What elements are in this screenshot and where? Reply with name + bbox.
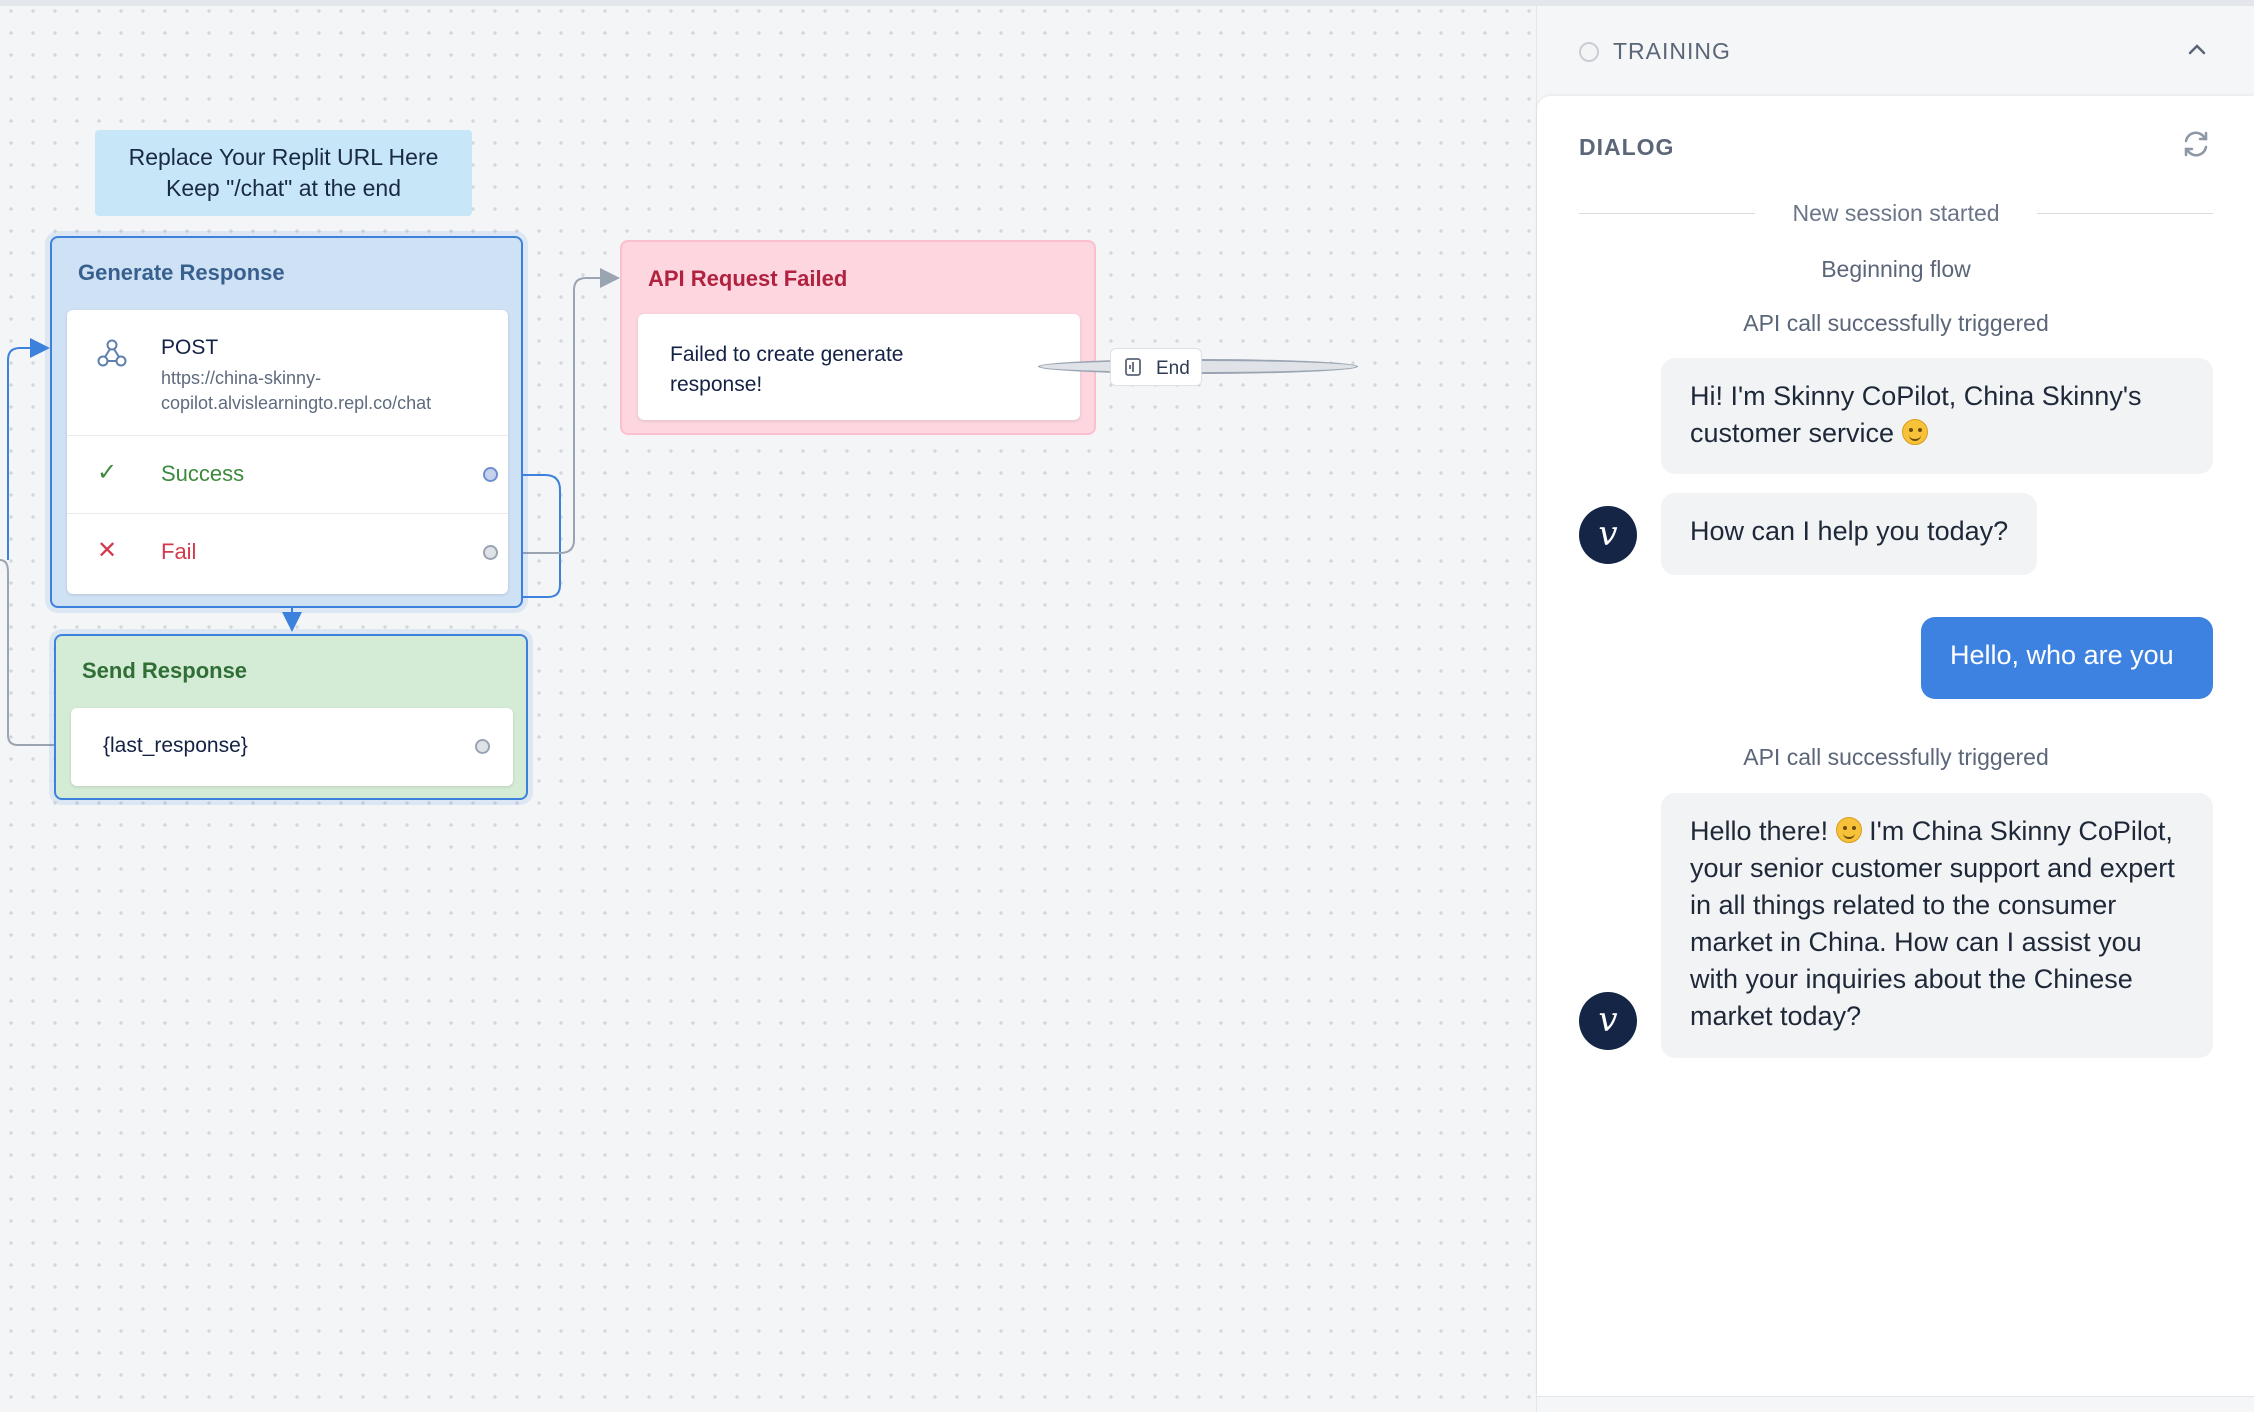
generate-response-block[interactable]: Generate Response POST https://china-ski… [50,236,523,608]
bot-message: Hello there! I'm China Skinny CoPilot, y… [1661,793,2213,1058]
next-port[interactable] [475,739,490,754]
top-divider [0,0,2254,6]
checkmark-icon: ✓ [97,459,118,486]
close-icon: ✕ [97,537,118,564]
training-label: TRAINING [1613,38,1731,64]
api-url: https://china-skinny-copilot.alvislearni… [161,368,432,413]
success-path[interactable]: ✓ Success [67,436,508,514]
note-line-2: Keep "/chat" at the end [166,175,401,201]
panel-footer [1537,1396,2254,1412]
api-icon [97,339,127,367]
bot-avatar: v [1579,506,1637,564]
smile-emoji-icon [1835,817,1862,843]
block-title: Send Response [82,658,248,683]
fail-port[interactable] [483,545,498,560]
bot-message: How can I help you today? [1661,493,2038,575]
session-started-text: New session started [1792,200,2000,226]
exit-icon [1125,358,1141,376]
session-divider: New session started [1579,196,2213,230]
bot-message: Hi! I'm Skinny CoPilot, China Skinny's c… [1661,358,2213,474]
bot-message-text: Hello there! [1690,816,1829,846]
bot-message-text: How can I help you today? [1690,516,2009,546]
block-title: Generate Response [78,260,285,285]
end-node[interactable]: End [1110,348,1202,386]
api-request-failed-block[interactable]: API Request Failed Failed to create gene… [620,240,1358,435]
end-label: End [1156,358,1190,379]
prototype-panel: TRAINING DIALOG New session started Begi… [1536,6,2254,1412]
api-triggered-text: API call successfully triggered [1743,310,2049,336]
fail-message: Failed to create generate response! [670,343,904,396]
beginning-flow-text: Beginning flow [1821,256,1971,282]
api-method: POST [161,336,219,359]
refresh-icon[interactable] [2180,128,2212,160]
bot-avatar: v [1579,992,1637,1050]
fail-path[interactable]: ✕ Fail [67,514,508,592]
api-triggered-text: API call successfully triggered [1743,744,2049,770]
dialog-section: DIALOG New session started Beginning flo… [1537,96,2254,1396]
training-header[interactable]: TRAINING [1537,6,2254,96]
smile-emoji-icon [1901,419,1928,445]
dialog-title: DIALOG [1579,134,1675,160]
api-step[interactable]: POST https://china-skinny-copilot.alvisl… [67,310,508,594]
response-variable: {last_response} [103,734,248,757]
success-label: Success [161,461,245,486]
text-step[interactable]: {last_response} [71,708,513,786]
send-response-block[interactable]: Send Response {last_response} [54,634,528,800]
text-step[interactable]: Failed to create generate response! [638,314,1358,420]
user-message: Hello, who are you [1921,617,2213,699]
note-line-1: Replace Your Replit URL Here [128,144,439,170]
bot-message-text: I'm China Skinny CoPilot, your senior cu… [1690,816,2175,1031]
bot-message-text: Hi! I'm Skinny CoPilot, China Skinny's c… [1690,381,2142,448]
flow-canvas[interactable]: Replace Your Replit URL Here Keep "/chat… [0,0,1536,1412]
user-message-text: Hello, who are you [1950,640,2174,670]
fail-label: Fail [161,539,197,564]
block-title: API Request Failed [648,266,848,291]
chevron-up-icon[interactable] [2185,38,2209,62]
canvas-note[interactable]: Replace Your Replit URL Here Keep "/chat… [95,130,472,216]
training-radio[interactable] [1579,42,1599,62]
api-request-row[interactable]: POST https://china-skinny-copilot.alvisl… [67,310,508,436]
success-port[interactable] [483,467,498,482]
